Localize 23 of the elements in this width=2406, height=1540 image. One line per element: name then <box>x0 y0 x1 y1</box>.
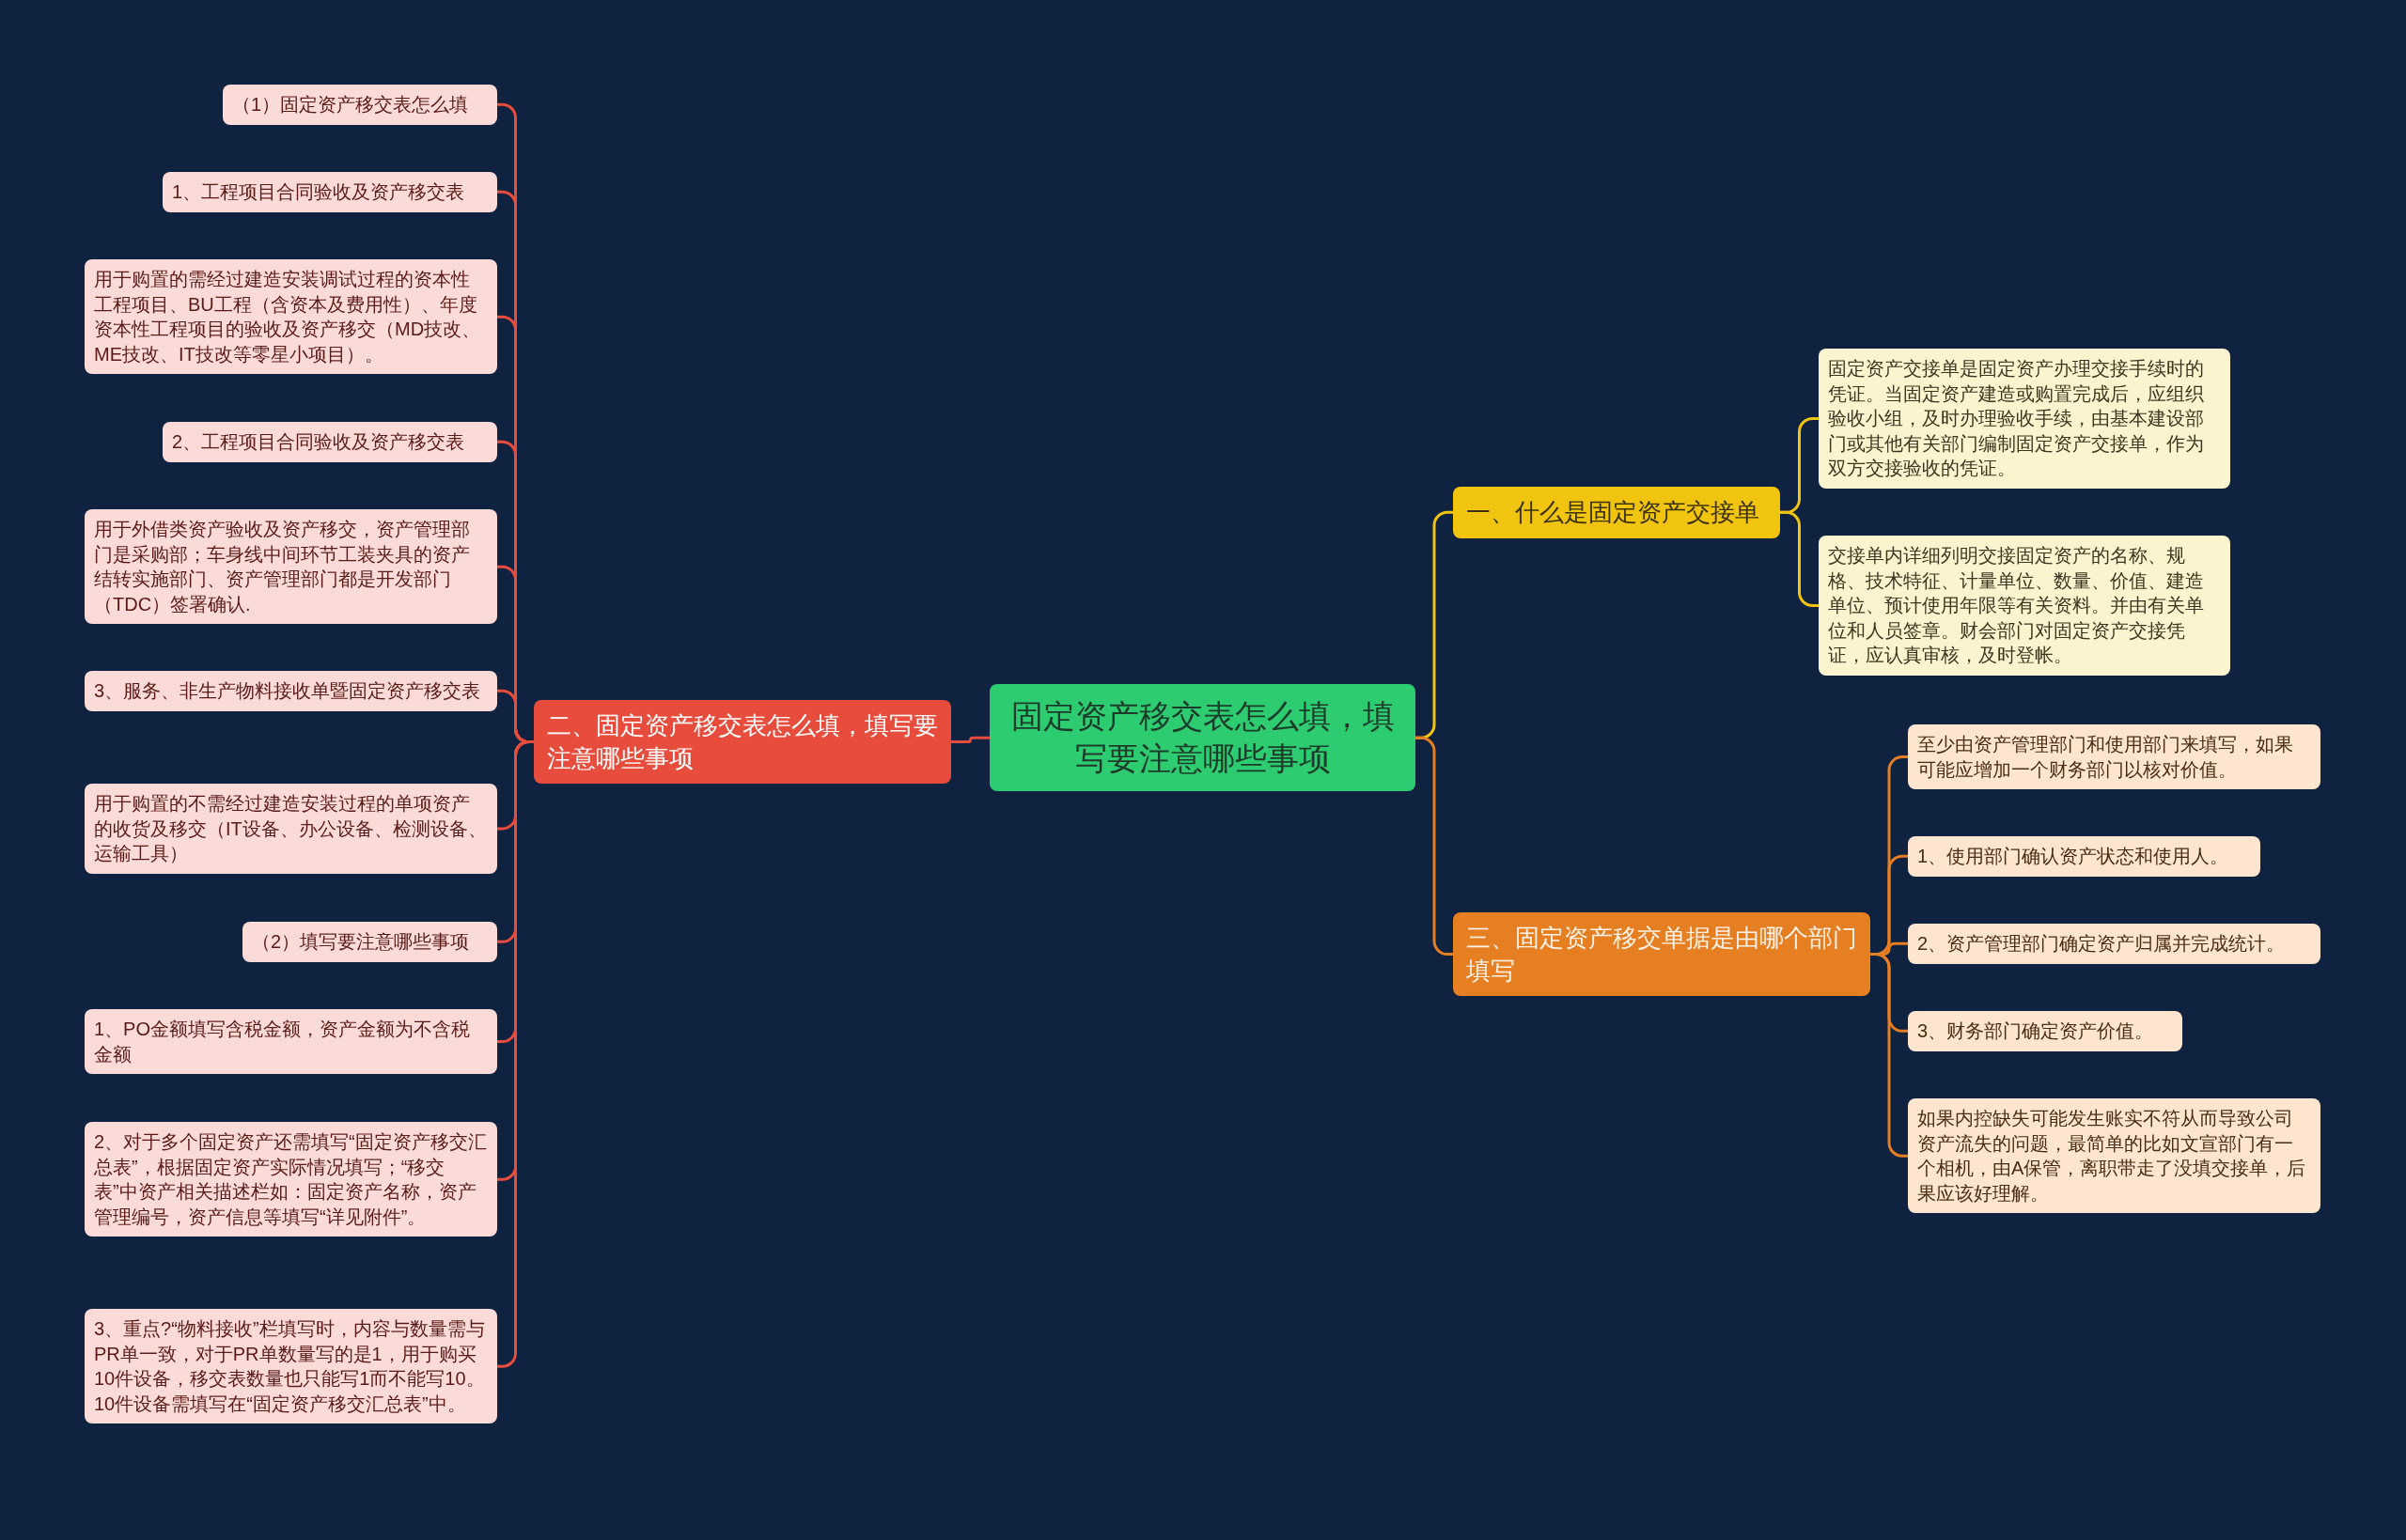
subtopic-box: （2）填写要注意哪些事项 <box>242 922 497 962</box>
connector-line <box>951 736 990 744</box>
subtopic-box: 3、重点?“物料接收”栏填写时，内容与数量需与PR单一致，对于PR单数量写的是1，用于购买10件设备，移交表数量也只能写1而不能写10。10件设备需填写在“固定资产移交汇总表”中。 <box>85 1309 497 1424</box>
subtopic-box: 1、PO金额填写含税金额，资产金额为不含税金额 <box>85 1009 497 1075</box>
subtopic-box: 交接单内详细列明交接固定资产的名称、规格、技术特征、计量单位、数量、价值、建造单位、预计使用年限等有关资料。并由有关单位和人员签章。财会部门对固定资产交接凭证，应认真审核，及时登帐。 <box>1819 536 2230 676</box>
subtopic-box: 2、资产管理部门确定资产归属并完成统计。 <box>1908 924 2320 964</box>
subtopic-box: 3、财务部门确定资产价值。 <box>1908 1011 2182 1051</box>
subtopic-box: 2、工程项目合同验收及资产移交表 <box>163 422 497 462</box>
subtopic-box: 固定资产交接单是固定资产办理交接手续时的凭证。当固定资产建造或购置完成后，应组织验收小组，及时办理验收手续，由基本建设部门或其他有关部门编制固定资产交接单，作为双方交接验收的凭证。 <box>1819 349 2230 489</box>
subtopic-box: 用于购置的需经过建造安装调试过程的资本性工程项目、BU工程（含资本及费用性）、年度资本性工程项目的验收及资产移交（MD技改、ME技改、IT技改等零星小项目）。 <box>85 259 497 375</box>
branch-topic-box: 三、固定资产移交单据是由哪个部门填写 <box>1453 912 1870 997</box>
subtopic-box: 如果内控缺失可能发生账实不符从而导致公司资产流失的问题，最简单的比如文宣部门有一个相机，由A保管，离职带走了没填交接单，后果应该好理解。 <box>1908 1098 2320 1214</box>
subtopic-box: 用于购置的不需经过建造安装过程的单项资产的收货及移交（IT设备、办公设备、检测设备、运输工具） <box>85 784 497 874</box>
subtopic-box: 1、工程项目合同验收及资产移交表 <box>163 172 497 212</box>
subtopic-box: 3、服务、非生产物料接收单暨固定资产移交表 <box>85 671 497 711</box>
subtopic-box: 1、使用部门确认资产状态和使用人。 <box>1908 836 2260 877</box>
subtopic-box: 至少由资产管理部门和使用部门来填写，如果可能应增加一个财务部门以核对价值。 <box>1908 724 2320 790</box>
subtopic-box: （1）固定资产移交表怎么填 <box>223 85 497 125</box>
central-topic-box: 固定资产移交表怎么填，填写要注意哪些事项 <box>990 684 1415 792</box>
branch-topic-box: 二、固定资产移交表怎么填，填写要注意哪些事项 <box>534 700 951 785</box>
branch-topic-box: 一、什么是固定资产交接单 <box>1453 487 1780 538</box>
subtopic-box: 2、对于多个固定资产还需填写“固定资产移交汇总表”，根据固定资产实际情况填写；“移交表”中资产相关描述栏如：固定资产名称，资产管理编号，资产信息等填写“详见附件”。 <box>85 1122 497 1237</box>
subtopic-box: 用于外借类资产验收及资产移交，资产管理部门是采购部；车身线中间环节工装夹具的资产结转实施部门、资产管理部门都是开发部门（TDC）签署确认. <box>85 509 497 625</box>
